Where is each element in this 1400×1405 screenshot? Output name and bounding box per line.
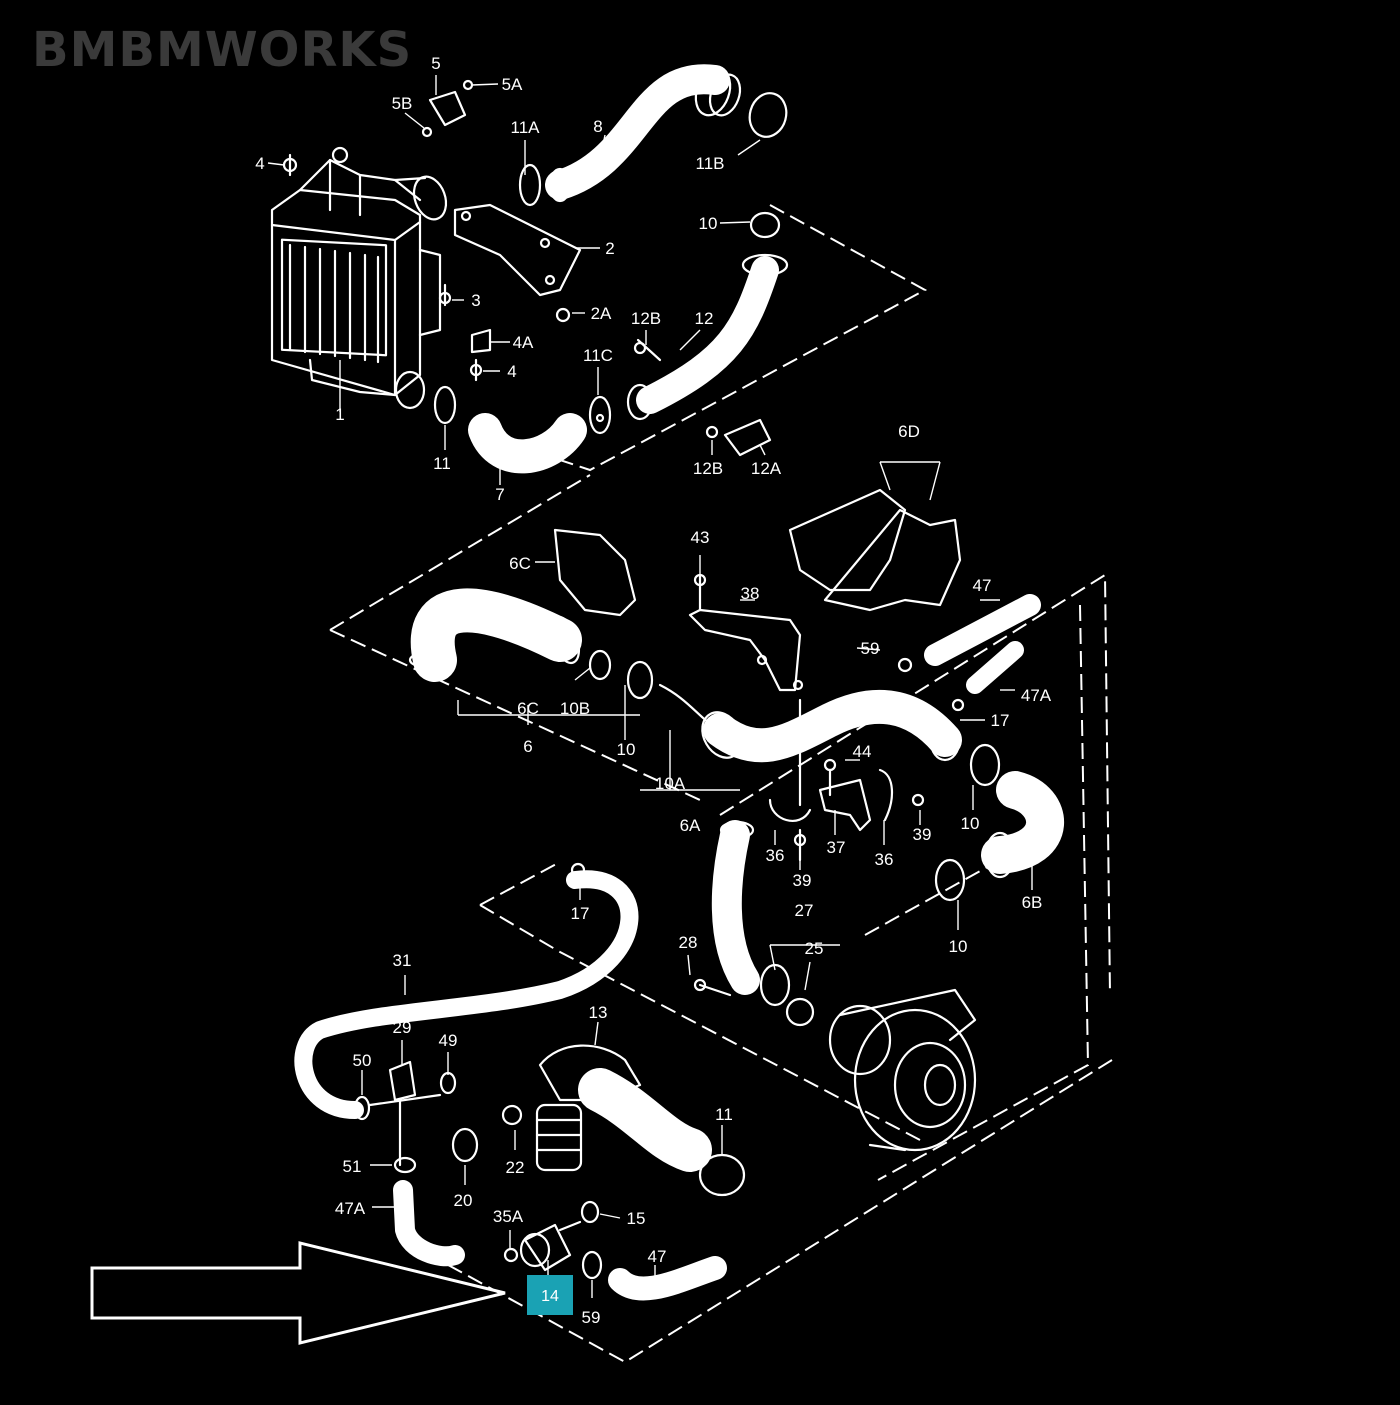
assembly-outlines bbox=[329, 204, 1113, 1364]
callout-6B: 6B bbox=[1022, 893, 1043, 912]
callout-31: 31 bbox=[393, 951, 412, 970]
callout-14-label: 14 bbox=[541, 1288, 559, 1305]
highlight-box-14 bbox=[527, 1275, 573, 1315]
callout-6C: 6C bbox=[509, 554, 531, 573]
callout-47: 47 bbox=[973, 576, 992, 595]
callout-47A: 47A bbox=[335, 1199, 366, 1218]
callout-10A: 10A bbox=[655, 774, 686, 793]
callout-47A: 47A bbox=[1021, 686, 1052, 705]
callout-3: 3 bbox=[471, 291, 480, 310]
callout-5: 5 bbox=[431, 54, 440, 73]
callout-12A: 12A bbox=[751, 459, 782, 478]
callout-59: 59 bbox=[861, 639, 880, 658]
hose-31 bbox=[294, 862, 639, 1119]
callout-2A: 2A bbox=[591, 304, 612, 323]
callout-29: 29 bbox=[393, 1018, 412, 1037]
hose-47-upper bbox=[897, 594, 1041, 712]
hose-47A-lower bbox=[393, 1180, 465, 1267]
callout-12: 12 bbox=[695, 309, 714, 328]
callout-28: 28 bbox=[679, 933, 698, 952]
callout-11B: 11B bbox=[696, 154, 725, 173]
pointer-arrow bbox=[90, 1241, 506, 1345]
callout-22: 22 bbox=[506, 1158, 525, 1177]
callout-17: 17 bbox=[571, 904, 590, 923]
callout-50: 50 bbox=[353, 1051, 372, 1070]
leader-lines bbox=[267, 75, 1033, 1298]
turbocharger bbox=[828, 988, 977, 1152]
callout-44: 44 bbox=[853, 742, 872, 761]
callout-6D: 6D bbox=[898, 422, 920, 441]
callout-27: 27 bbox=[795, 901, 814, 920]
clamps-36-37 bbox=[768, 698, 925, 862]
callout-39: 39 bbox=[793, 871, 812, 890]
callout-11A: 11A bbox=[511, 118, 541, 137]
callout-12B: 12B bbox=[631, 309, 661, 328]
callout-17: 17 bbox=[991, 711, 1010, 730]
shield-6C bbox=[553, 528, 637, 617]
callout-6A: 6A bbox=[680, 816, 701, 835]
callout-13: 13 bbox=[589, 1003, 608, 1022]
callout-10: 10 bbox=[949, 937, 968, 956]
callout-36: 36 bbox=[875, 850, 894, 869]
callout-5B: 5B bbox=[392, 94, 413, 113]
callout-11: 11 bbox=[715, 1105, 733, 1124]
callout-5A: 5A bbox=[502, 75, 523, 94]
callout-47: 47 bbox=[648, 1247, 667, 1266]
valve-29 bbox=[353, 1060, 457, 1174]
hose-12 bbox=[626, 211, 789, 421]
callout-8: 8 bbox=[593, 117, 602, 136]
hose-6B bbox=[934, 743, 1064, 902]
callout-6C: 6C bbox=[517, 699, 539, 718]
callout-12B: 12B bbox=[693, 459, 723, 478]
hose-8 bbox=[518, 64, 788, 207]
callout-4A: 4A bbox=[513, 333, 534, 352]
watermark: BMBMWORKS bbox=[32, 22, 413, 78]
hose-7 bbox=[433, 385, 612, 474]
callout-10: 10 bbox=[617, 740, 636, 759]
pipe-6A bbox=[658, 683, 962, 763]
intercooler-1 bbox=[270, 158, 448, 410]
callout-6: 6 bbox=[523, 737, 532, 756]
callout-11C: 11C bbox=[583, 346, 613, 365]
outline-middle bbox=[329, 474, 1111, 996]
callout-38: 38 bbox=[741, 584, 760, 603]
callout-39: 39 bbox=[913, 825, 932, 844]
outline-right-frame bbox=[864, 604, 1090, 1181]
callout-59: 59 bbox=[582, 1308, 601, 1327]
bracket-38 bbox=[688, 573, 804, 692]
callout-2: 2 bbox=[605, 239, 614, 258]
callout-37: 37 bbox=[827, 838, 846, 857]
callout-10: 10 bbox=[961, 814, 980, 833]
callout-4: 4 bbox=[255, 154, 264, 173]
heat-shield-6D bbox=[788, 488, 962, 612]
callout-36: 36 bbox=[766, 846, 785, 865]
callout-43: 43 bbox=[691, 528, 710, 547]
callout-35A: 35A bbox=[493, 1207, 524, 1226]
callout-1: 1 bbox=[335, 405, 344, 424]
housing-13 bbox=[451, 1044, 746, 1197]
part-labels: 1 2 2A 3 4 4 4A 5 5A 5B 7 8 10 11 11A 11… bbox=[255, 54, 1052, 1327]
callout-11: 11 bbox=[433, 454, 451, 473]
callout-15: 15 bbox=[627, 1209, 646, 1228]
valve-14 bbox=[503, 1200, 727, 1301]
hose-6 bbox=[408, 588, 654, 700]
callout-49: 49 bbox=[439, 1031, 458, 1050]
callout-10B: 10B bbox=[560, 699, 590, 718]
upper-fasteners bbox=[282, 79, 772, 457]
callout-20: 20 bbox=[454, 1191, 473, 1210]
callout-4: 4 bbox=[507, 362, 516, 381]
pipe-27 bbox=[693, 820, 815, 1027]
callout-10: 10 bbox=[699, 214, 718, 233]
callout-7: 7 bbox=[495, 485, 504, 504]
bracket-2 bbox=[453, 203, 582, 297]
callout-51: 51 bbox=[343, 1157, 362, 1176]
callout-25: 25 bbox=[805, 939, 824, 958]
